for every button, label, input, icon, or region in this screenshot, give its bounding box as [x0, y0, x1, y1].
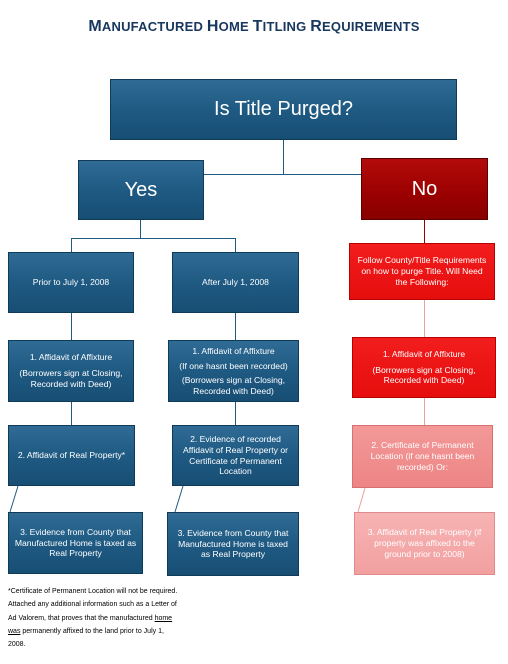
title-part-4: EQUIREMENTS — [322, 19, 420, 34]
connector — [71, 402, 72, 425]
no-step2-text: 2. Certificate of Permanent Location (if… — [370, 440, 475, 472]
connector — [9, 485, 19, 513]
footnote-part-3: permanently affixed to the land prior to… — [8, 627, 164, 649]
no-step1-box: 1. Affidavit of Affixture (Borrowers sig… — [352, 337, 496, 398]
after-step1-title: 1. Affidavit of Affixture — [192, 345, 275, 356]
connector — [71, 313, 72, 340]
connector — [235, 313, 236, 340]
page-title: MANUFACTURED HOME TITLING REQUIREMENTS — [0, 18, 508, 36]
connector — [424, 300, 425, 337]
after-step3-text: 3. Evidence from County that Manufacture… — [177, 527, 289, 560]
no-header-box: Follow County/Title Requirements on how … — [349, 243, 495, 300]
no-step1-title: 1. Affidavit of Affixture — [382, 348, 466, 359]
no-box: No — [361, 158, 488, 220]
prior-step3-text: 3. Evidence from County that Manufacture… — [14, 526, 137, 559]
connector — [71, 238, 72, 252]
after-step1-detail: (Borrowers sign at Closing, Recorded wit… — [181, 375, 286, 396]
title-part-3: ITLING — [262, 19, 311, 34]
prior-step1-detail: (Borrowers sign at Closing, Recorded wit… — [19, 368, 123, 389]
title-part-2: OME — [218, 19, 253, 34]
footnote: *Certificate of Permanent Location will … — [8, 585, 180, 651]
connector — [235, 238, 236, 252]
footnote-part-2: home was — [8, 614, 173, 635]
connector — [357, 487, 366, 513]
prior-step1-box: 1. Affidavit of Affixture (Borrowers sig… — [8, 340, 134, 402]
connector — [140, 220, 141, 238]
prior-step2-box: 2. Affidavit of Real Property* — [8, 425, 135, 486]
after-step1-note: (If one hasnt been recorded) — [179, 361, 288, 372]
title-cap-m: M — [88, 18, 102, 35]
connector — [424, 398, 425, 425]
no-step3-box: 3. Affidavit of Real Property (if proper… — [354, 512, 495, 575]
prior-header-box: Prior to July 1, 2008 — [8, 252, 134, 313]
after-header-text: After July 1, 2008 — [202, 277, 269, 288]
after-step3-box: 3. Evidence from County that Manufacture… — [167, 512, 299, 576]
prior-step2-text: 2. Affidavit of Real Property* — [17, 450, 126, 461]
yes-box: Yes — [78, 160, 204, 220]
no-step1-detail: (Borrowers sign at Closing, Recorded wit… — [372, 364, 476, 386]
connector — [71, 238, 236, 239]
root-question-box: Is Title Purged? — [110, 79, 457, 140]
connector — [174, 485, 184, 513]
after-step2-text: 2. Evidence of recorded Affidavit of Rea… — [183, 434, 288, 477]
title-cap-t: T — [252, 18, 263, 35]
footnote-part-1: *Certificate of Permanent Location will … — [8, 588, 178, 622]
connector — [140, 174, 425, 175]
prior-step1-title: 1. Affidavit of Affixture — [29, 352, 113, 363]
after-step1-box: 1. Affidavit of Affixture (If one hasnt … — [168, 340, 299, 402]
root-question-text: Is Title Purged? — [214, 98, 353, 120]
yes-text: Yes — [124, 178, 158, 201]
prior-header-text: Prior to July 1, 2008 — [32, 277, 110, 288]
connector — [424, 220, 425, 243]
connector — [235, 402, 236, 425]
prior-step3-box: 3. Evidence from County that Manufacture… — [8, 512, 143, 574]
title-part-1: ANUFACTURED — [101, 19, 207, 34]
after-header-box: After July 1, 2008 — [172, 252, 299, 313]
connector — [283, 140, 284, 174]
no-step3-text: 3. Affidavit of Real Property (if proper… — [367, 527, 482, 559]
no-text: No — [411, 177, 438, 200]
no-step2-box: 2. Certificate of Permanent Location (if… — [352, 425, 493, 488]
no-header-text: Follow County/Title Requirements on how … — [357, 255, 487, 287]
title-cap-r: R — [310, 18, 323, 35]
title-cap-h: H — [206, 18, 219, 35]
after-step2-box: 2. Evidence of recorded Affidavit of Rea… — [172, 425, 299, 486]
